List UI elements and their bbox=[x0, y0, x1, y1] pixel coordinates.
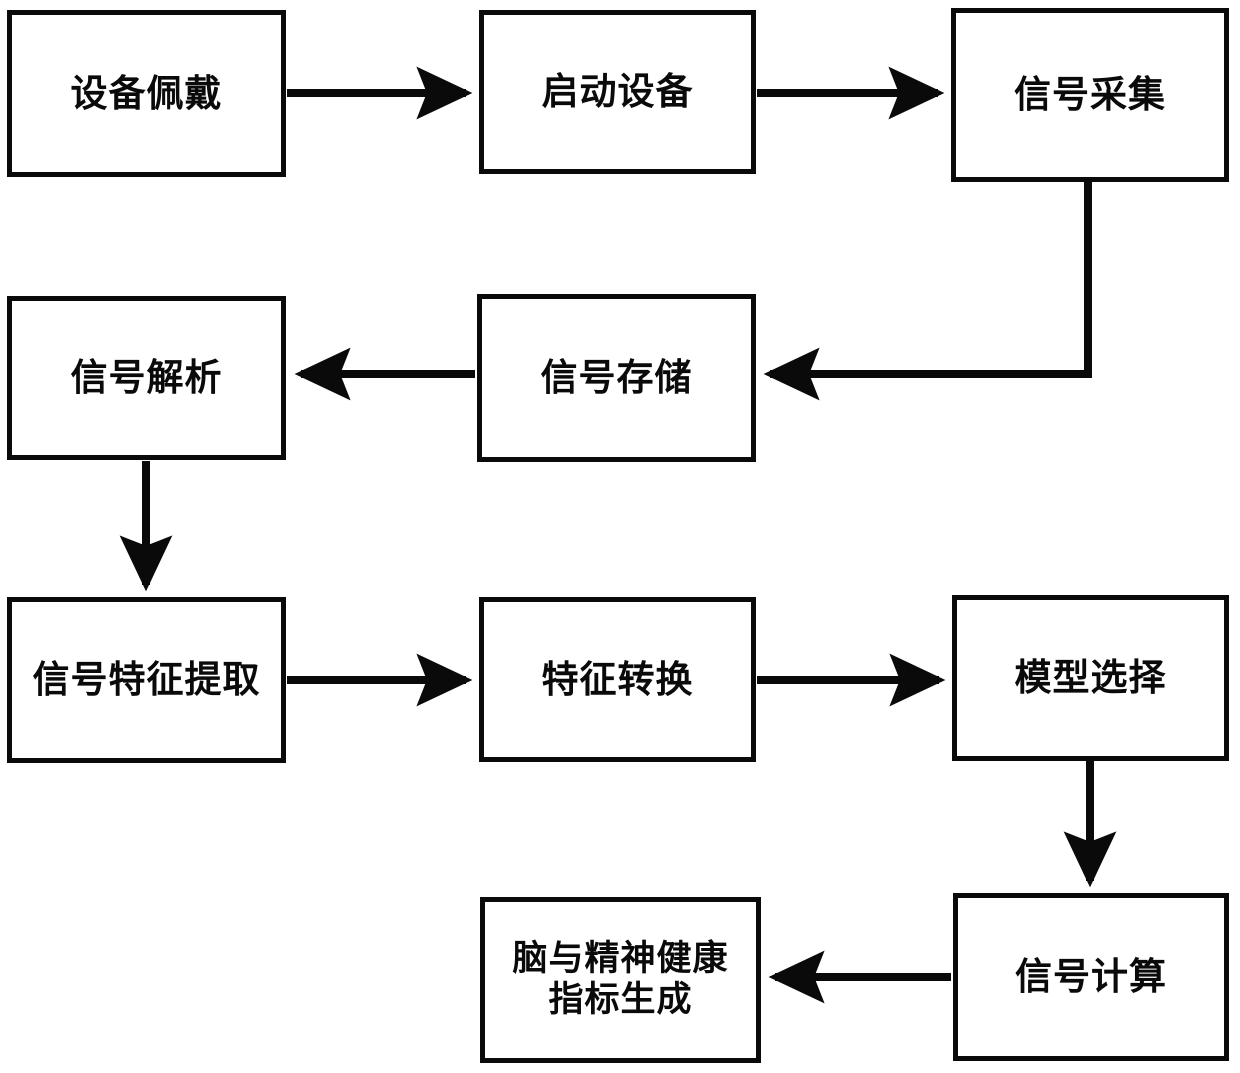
node-label: 设备佩戴 bbox=[70, 71, 223, 115]
node-label: 模型选择 bbox=[1014, 656, 1167, 700]
node-signal-parsing[interactable]: 信号解析 bbox=[7, 296, 286, 460]
node-signal-acquisition[interactable]: 信号采集 bbox=[951, 8, 1229, 182]
edge-signal-acquisition-to-signal-storage bbox=[763, 182, 1092, 401]
node-signal-storage[interactable]: 信号存储 bbox=[477, 294, 756, 462]
node-label: 脑与精神健康 指标生成 bbox=[512, 938, 729, 1020]
node-label: 信号特征提取 bbox=[32, 658, 261, 702]
node-start-device[interactable]: 启动设备 bbox=[479, 10, 756, 174]
node-health-index-generation[interactable]: 脑与精神健康 指标生成 bbox=[480, 897, 761, 1063]
node-feature-transform[interactable]: 特征转换 bbox=[479, 597, 756, 762]
node-device-wear[interactable]: 设备佩戴 bbox=[7, 10, 286, 177]
node-signal-computation[interactable]: 信号计算 bbox=[953, 893, 1229, 1061]
node-label: 特征转换 bbox=[541, 657, 694, 701]
node-label: 信号解析 bbox=[70, 356, 223, 400]
node-model-selection[interactable]: 模型选择 bbox=[952, 595, 1229, 761]
node-label: 信号计算 bbox=[1015, 955, 1167, 999]
node-feature-extraction[interactable]: 信号特征提取 bbox=[7, 597, 286, 763]
node-label: 信号存储 bbox=[540, 356, 693, 400]
node-label: 信号采集 bbox=[1014, 73, 1166, 117]
node-label: 启动设备 bbox=[541, 70, 694, 114]
